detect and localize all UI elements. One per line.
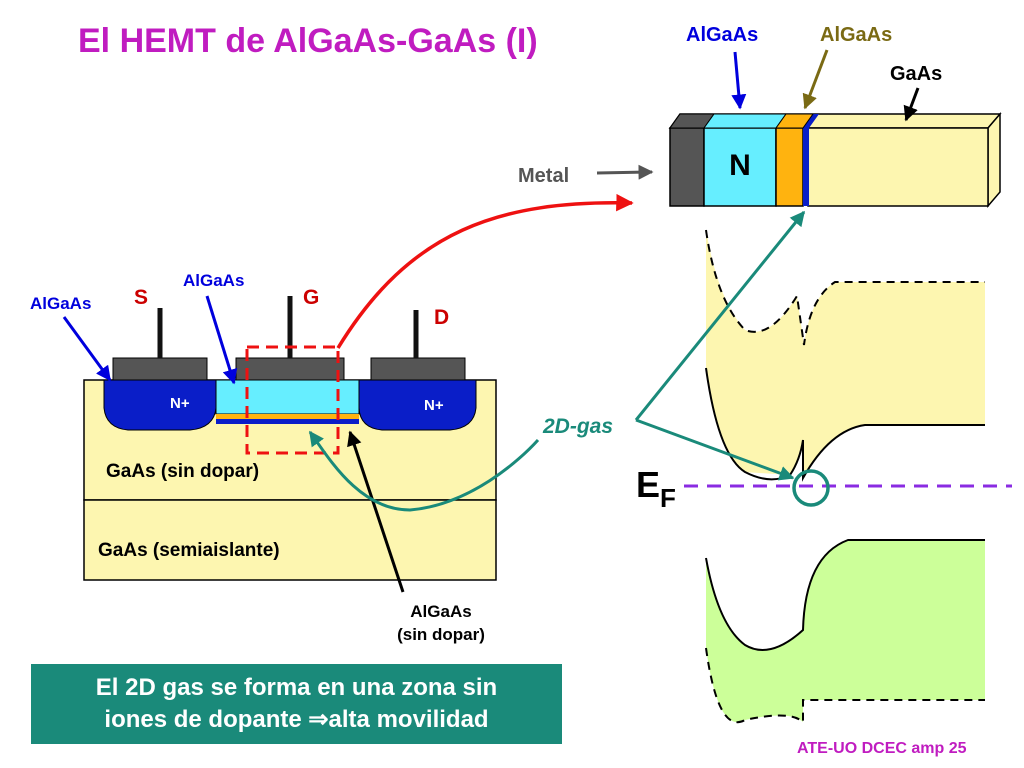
algaas-undoped-label-2: (sin dopar) <box>397 625 485 644</box>
gate-label: G <box>303 286 319 309</box>
n-region-label: N <box>729 149 751 182</box>
gas-to-stack-arrow <box>634 210 806 421</box>
zoom-region-outline <box>245 345 340 455</box>
gaas-semiinsulating-layer <box>83 499 497 581</box>
algaas-olive-arrow <box>802 49 829 110</box>
two-deg-gas-label: 2D-gas <box>542 415 613 438</box>
n-plus-well-right <box>358 379 477 431</box>
gaas-label: GaAs <box>890 63 942 85</box>
conduction-edge-dashed <box>705 229 985 346</box>
valence-edge-dashed <box>705 647 985 725</box>
n-top <box>703 113 787 129</box>
algaas-undoped-spacer <box>216 414 359 419</box>
gate-contact <box>235 357 345 381</box>
n-plus-well-left <box>103 379 217 431</box>
drain-label: D <box>434 306 449 329</box>
algaas-n-layer <box>215 379 360 415</box>
two-deg-circle <box>792 469 830 507</box>
gaas-arrow <box>903 87 920 122</box>
algaas-blue-label: AlGaAs <box>686 24 758 46</box>
algaas-undoped-label-1: AlGaAs <box>410 602 471 621</box>
metal-arrow <box>596 164 654 180</box>
source-contact <box>112 357 208 381</box>
gaas-undoped-label: GaAs (sin dopar) <box>106 461 259 482</box>
algaas-blue-arrow <box>731 51 747 110</box>
conduction-band-fill <box>706 230 985 478</box>
channel-top <box>803 114 819 128</box>
layer-stack: N AlGaAs AlGaAs GaAs Metal <box>336 24 1002 349</box>
gaas-block <box>807 127 989 207</box>
note-line-2: iones de dopante ⇒alta movilidad <box>104 706 489 733</box>
fermi-label: EF <box>636 464 676 513</box>
algaas-undoped-arrow <box>347 430 405 593</box>
footer-credit: ATE-UO DCEC amp 25 <box>797 740 967 757</box>
algaas-left-label: AlGaAs <box>30 294 91 313</box>
note-line-1: El 2D gas se forma en una zona sin <box>95 674 498 701</box>
slide-title: El HEMT de AlGaAs-GaAs (I) <box>78 22 538 60</box>
algaas-olive-label: AlGaAs <box>820 24 892 46</box>
drain-contact <box>370 357 466 381</box>
note-box: El 2D gas se forma en una zona sin iones… <box>31 664 562 744</box>
gaas-semi-label: GaAs (semiaislante) <box>98 540 280 561</box>
source-label: S <box>134 286 148 309</box>
valence-band-fill <box>706 540 985 723</box>
stack-side-face <box>987 111 1001 209</box>
gas-to-device-arrow <box>308 430 540 512</box>
two-deg-channel <box>216 419 359 424</box>
algaas-top-arrow <box>205 295 238 385</box>
gas-to-band-arrow <box>635 418 795 481</box>
algaas-top-label: AlGaAs <box>183 271 244 290</box>
spacer-top <box>775 113 814 129</box>
metal-label: Metal <box>518 165 569 187</box>
algaas-left-arrow <box>62 316 112 382</box>
metal-block <box>669 127 705 207</box>
band-diagram: EF 2D-gas <box>308 210 1012 725</box>
n-plus-left-label: N+ <box>170 395 190 412</box>
valence-edge-solid <box>705 539 985 651</box>
algaas-spacer-block <box>775 127 804 207</box>
channel-block <box>803 128 809 206</box>
n-plus-right-label: N+ <box>424 397 444 414</box>
zoom-red-arrow <box>336 193 634 349</box>
device-cross-section: N+ N+ GaAs (sin dopar) GaAs (semiaislant… <box>30 271 497 644</box>
